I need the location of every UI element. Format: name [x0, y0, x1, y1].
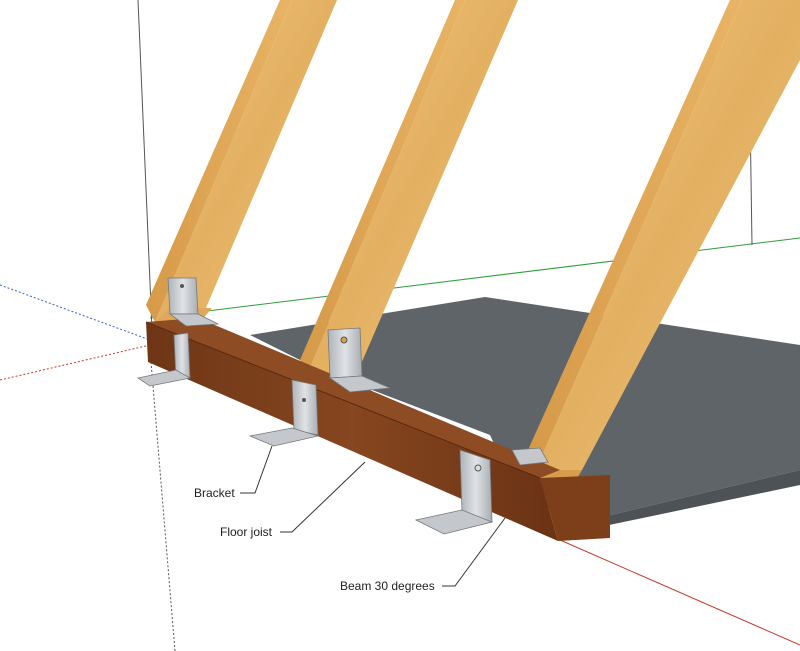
beam-2: [300, 0, 518, 378]
joist-front: [146, 322, 558, 541]
red-axis-dotted: [0, 344, 151, 381]
vertical-guide-left-dotted: [149, 349, 176, 651]
floor-joist-leader: [280, 461, 366, 533]
red-axis-right: [559, 539, 800, 646]
bracket-label: Bracket: [194, 486, 235, 500]
upper-bracket-3: [511, 447, 549, 466]
beam-leader: [442, 517, 506, 587]
vertical-guide-left: [137, 0, 153, 331]
beam-label: Beam 30 degrees: [340, 579, 435, 593]
leader-lines: [240, 445, 506, 587]
floor-joist-label: Floor joist: [220, 525, 273, 539]
upper-bracket-2: [327, 327, 391, 393]
blue-axis-dotted: [0, 284, 151, 341]
joist-end: [540, 475, 610, 541]
lower-bracket-3: [414, 449, 494, 535]
upper-bracket-1: [167, 277, 220, 327]
floor-joist-shape: [145, 318, 610, 541]
joist-top: [146, 318, 560, 478]
lower-bracket-2: [248, 379, 320, 447]
beam-1: [146, 0, 337, 322]
lower-bracket-1: [136, 332, 192, 387]
bracket-leader: [240, 445, 273, 494]
floor-slab-front: [590, 470, 800, 528]
floor-slab: [250, 297, 800, 520]
